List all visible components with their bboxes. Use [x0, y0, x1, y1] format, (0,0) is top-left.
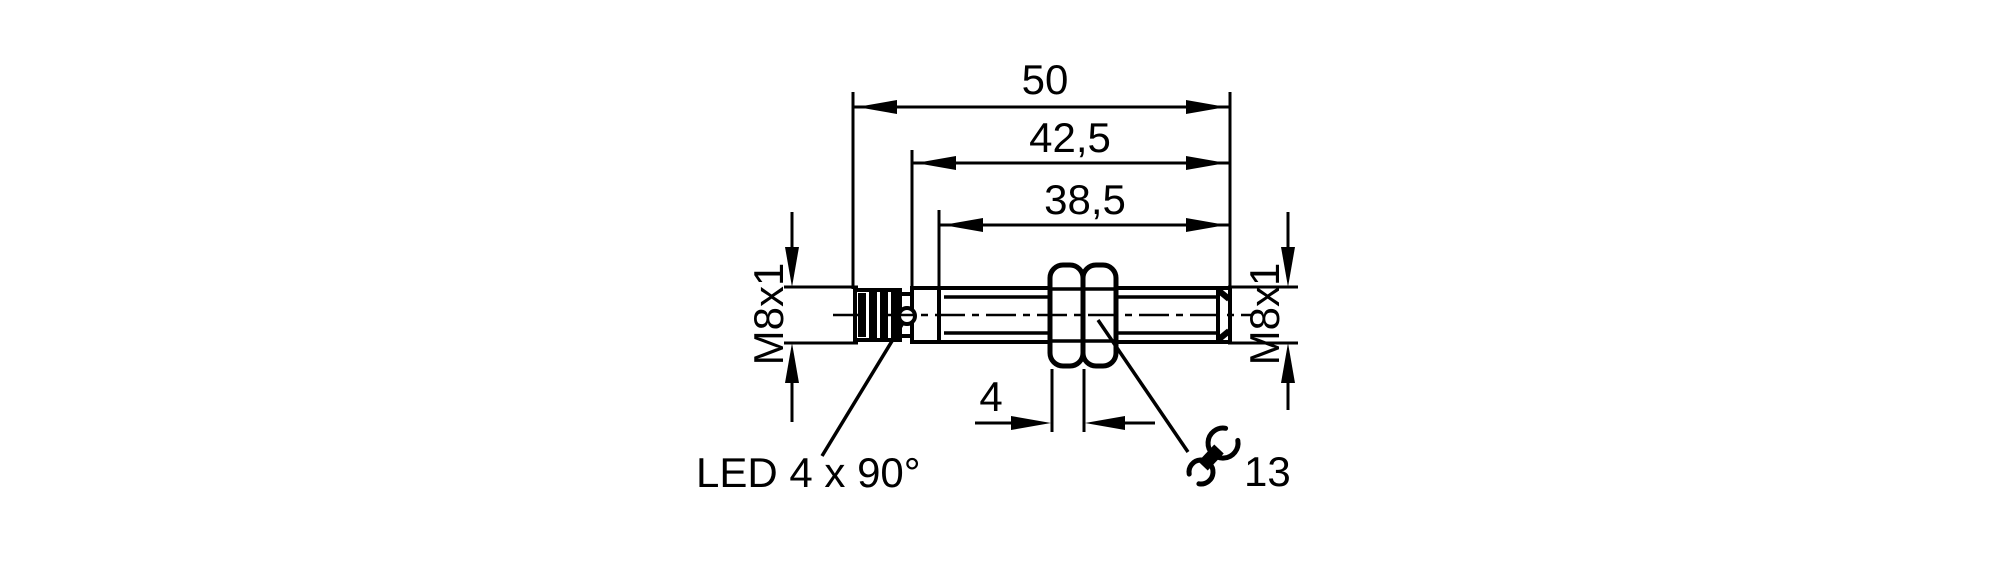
housing-length-label: 42,5	[1029, 114, 1111, 161]
wrench-callout: 13	[1096, 319, 1291, 495]
arrowhead-left-icon	[916, 156, 956, 170]
arrowhead-right-icon	[1186, 100, 1226, 114]
wrench-leader-line	[1096, 319, 1190, 453]
chamfer-top	[1216, 287, 1231, 302]
led-callout: LED 4 x 90°	[696, 322, 921, 496]
arrowhead-up-icon	[1281, 343, 1295, 383]
dimension-housing-length: 42,5	[912, 114, 1230, 170]
nut-thickness-label: 4	[979, 373, 1002, 420]
wrench-icon	[1186, 425, 1241, 487]
arrowhead-left-icon	[943, 218, 983, 232]
arrowhead-down-icon	[1281, 247, 1295, 287]
overall-length-label: 50	[1022, 56, 1069, 103]
sensor-body	[833, 262, 1253, 369]
arrowhead-right-icon	[1011, 416, 1051, 430]
arrowhead-left-icon	[1085, 416, 1125, 430]
arrowhead-down-icon	[785, 247, 799, 287]
arrowhead-right-icon	[1186, 156, 1226, 170]
dimension-overall-length: 50	[853, 56, 1230, 114]
wrench-shank	[1198, 444, 1224, 471]
arrowhead-left-icon	[857, 100, 897, 114]
arrowhead-up-icon	[785, 343, 799, 383]
dimension-thread-left: M8x1	[745, 212, 858, 422]
dimension-thread-length: 38,5	[939, 176, 1230, 232]
led-label: LED 4 x 90°	[696, 449, 921, 496]
thread-size-left-label: M8x1	[745, 263, 792, 366]
dimension-nut-thickness: 4	[975, 369, 1155, 432]
thread-length-label: 38,5	[1044, 176, 1126, 223]
arrowhead-right-icon	[1186, 218, 1226, 232]
led-leader-line	[820, 322, 905, 457]
dimension-thread-right: M8x1	[1228, 212, 1298, 410]
chamfer-bottom	[1216, 328, 1231, 343]
wrench-size-label: 13	[1244, 448, 1291, 495]
